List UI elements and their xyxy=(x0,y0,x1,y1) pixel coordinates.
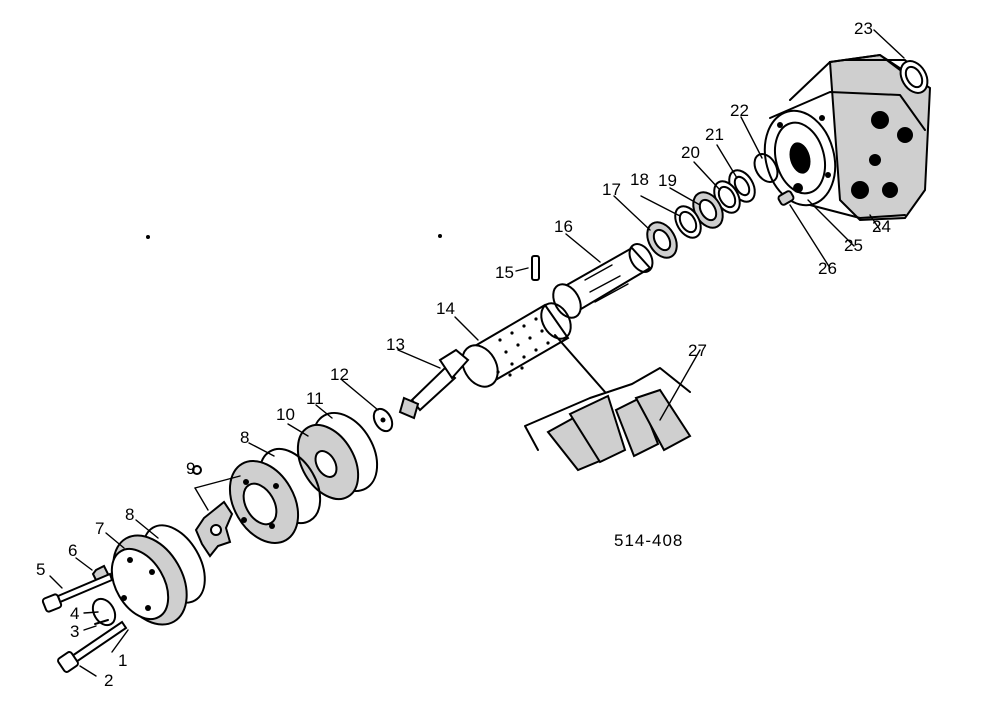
callout-7: 7 xyxy=(95,519,104,538)
part-4-plate xyxy=(91,597,117,627)
part-12-spacer xyxy=(372,407,394,433)
part-22-o-ring xyxy=(753,153,779,183)
callout-3: 3 xyxy=(70,622,79,641)
part-25-ball xyxy=(793,183,803,193)
part-27-shim-kit xyxy=(524,334,692,472)
part-7-end-cap xyxy=(110,534,188,626)
callout-21: 21 xyxy=(705,125,724,144)
callout-labels: 1 2 3 4 5 6 7 8 8 9 10 11 12 13 14 15 16… xyxy=(36,19,891,690)
part-14-sleeve xyxy=(461,302,572,388)
callout-11: 11 xyxy=(306,389,324,408)
callout-20: 20 xyxy=(681,143,700,162)
callout-9: 9 xyxy=(186,459,195,478)
callout-15: 15 xyxy=(495,263,514,282)
callout-8-upper: 8 xyxy=(240,428,249,447)
part-13-drive-shaft xyxy=(398,348,470,420)
scan-specks xyxy=(146,234,442,239)
diagram-reference-code: 514-408 xyxy=(614,531,683,550)
callout-25: 25 xyxy=(844,236,863,255)
callout-8-lower: 8 xyxy=(125,505,134,524)
callout-22: 22 xyxy=(730,101,749,120)
part-26-check-valve xyxy=(777,190,795,206)
callout-17: 17 xyxy=(602,180,621,199)
part-24-housing xyxy=(763,53,932,222)
callout-4: 4 xyxy=(70,604,79,623)
part-17-seal xyxy=(646,221,678,259)
leader-lines xyxy=(49,29,905,677)
part-16-spool xyxy=(552,243,654,319)
part-9-gerotor-star xyxy=(194,500,234,558)
callout-6: 6 xyxy=(68,541,77,560)
part-18-washer xyxy=(674,205,702,239)
part-9-ball xyxy=(192,465,202,475)
callout-19: 19 xyxy=(658,171,677,190)
part-10-plate xyxy=(296,424,360,500)
callout-1: 1 xyxy=(118,651,127,670)
callout-18: 18 xyxy=(630,170,649,189)
part-2-bolt xyxy=(57,620,128,673)
callout-12: 12 xyxy=(330,365,349,384)
callout-14: 14 xyxy=(436,299,455,318)
callout-10: 10 xyxy=(276,405,295,424)
callout-24: 24 xyxy=(872,217,891,236)
callout-13: 13 xyxy=(386,335,405,354)
part-9-gerotor-ring xyxy=(228,460,300,544)
part-3-washer xyxy=(94,619,109,625)
callout-5: 5 xyxy=(36,560,45,579)
callout-16: 16 xyxy=(554,217,573,236)
part-15-pin xyxy=(531,255,540,281)
part-23-seal-ring xyxy=(899,60,929,94)
callout-27: 27 xyxy=(688,341,707,360)
callout-26: 26 xyxy=(818,259,837,278)
callout-2: 2 xyxy=(104,671,113,690)
callout-23: 23 xyxy=(854,19,873,38)
part-5-bolt xyxy=(41,572,114,613)
